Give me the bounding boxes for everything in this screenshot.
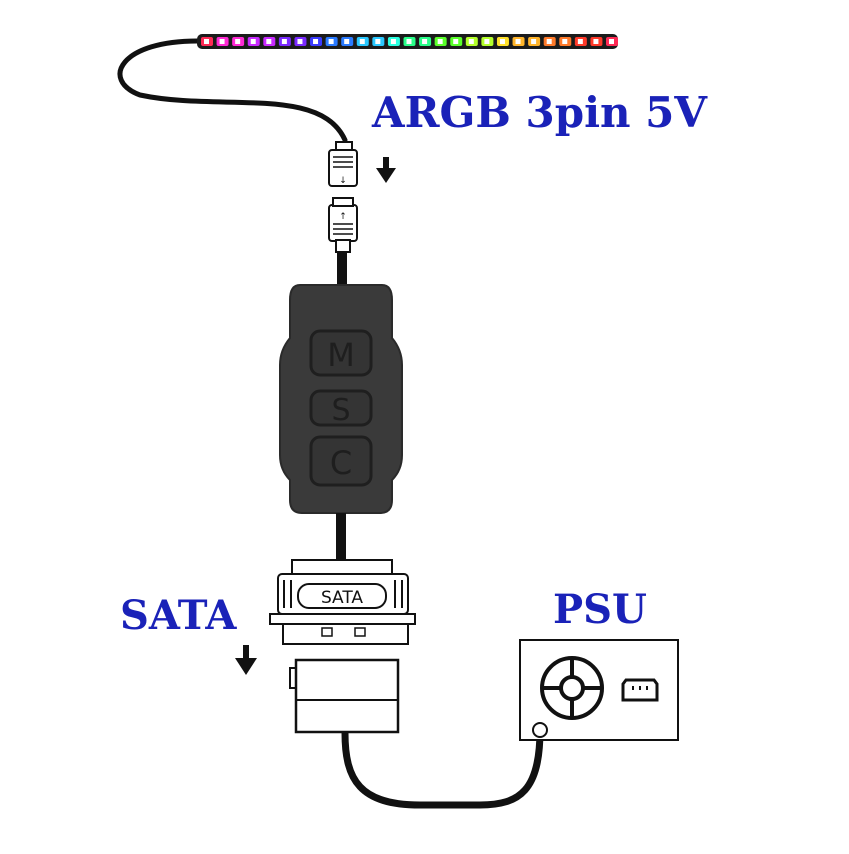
sata-connector-label: SATA [321,588,363,608]
led-dot [235,39,241,44]
led-dot [406,39,412,44]
led-dot [437,39,443,44]
fan-icon [540,656,604,720]
psu-label: PSU [553,586,647,633]
controller-button-s[interactable]: S [309,389,373,428]
sata-connector: SATA [269,559,416,645]
down-arrow-icon [235,645,257,675]
led-dot [484,39,490,44]
controller-button-c[interactable]: C [309,435,373,487]
power-socket-icon [621,678,659,702]
led-dot [468,39,474,44]
controller-button-m-label: M [327,336,355,374]
led-dot [375,39,381,44]
svg-text:↓: ↓ [339,176,347,186]
led-dot [546,39,552,44]
led-dot [577,39,583,44]
argb-led-strip [197,34,618,49]
psu-unit [519,639,679,741]
led-dot [219,39,225,44]
led-dot [531,39,537,44]
argb-label: ARGB 3pin 5V [372,88,707,137]
svg-text:↑: ↑ [339,212,347,222]
argb-connector-top: ↓ [328,141,358,187]
strip-cable [117,38,348,143]
led-dot [593,39,599,44]
argb-connector-bottom: ↑ [328,197,358,253]
led-dot [390,39,396,44]
psu-plug [289,658,400,734]
controller-top-cable [337,252,347,284]
led-dot [562,39,568,44]
led-dot [313,39,319,44]
down-arrow-icon [376,157,396,183]
led-dot [515,39,521,44]
controller-bottom-cable [336,513,346,563]
psu-cable [341,729,544,809]
led-dot [359,39,365,44]
led-dot [453,39,459,44]
led-dot [281,39,287,44]
led-dot [297,39,303,44]
led-dot [204,39,209,44]
led-dot [250,39,256,44]
sata-label: SATA [120,592,237,639]
controller-button-s-label: S [331,393,350,428]
led-dot [328,39,334,44]
led-dot [422,39,428,44]
controller-button-m[interactable]: M [309,329,373,377]
led-dot [344,39,350,44]
led-dot [609,39,614,44]
led-dot [499,39,505,44]
led-dot [266,39,272,44]
controller-button-c-label: C [330,444,352,482]
